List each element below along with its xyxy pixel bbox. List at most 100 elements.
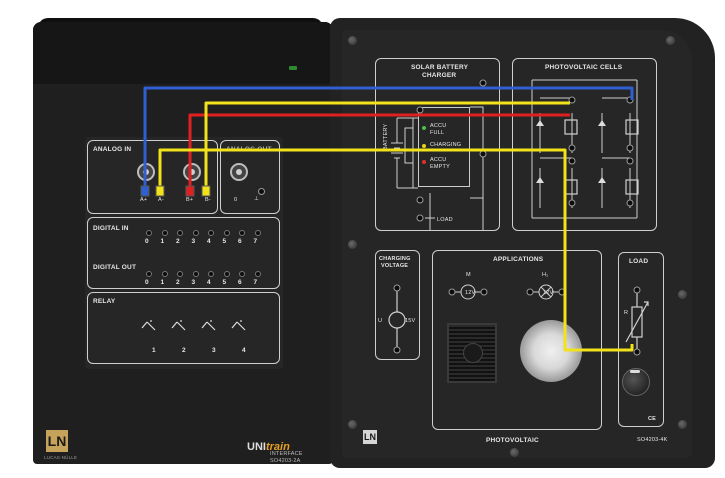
digital-in-led <box>254 230 261 236</box>
digital-out-number: 2 <box>176 279 180 286</box>
ch-b-minus-label: B- <box>205 197 211 203</box>
plug-b-minus <box>201 185 211 197</box>
charger-title-1: SOLAR BATTERY <box>411 64 469 71</box>
analog-in-box <box>87 140 218 214</box>
accu-full-label-2: FULL <box>430 130 445 136</box>
accu-empty-label-1: ACCU <box>430 157 447 163</box>
charging-led <box>422 144 426 148</box>
brand-sub: INTERFACE <box>270 451 303 457</box>
digital-in-number: 5 <box>222 238 227 245</box>
potentiometer-symbol <box>625 286 649 356</box>
load-title: LOAD <box>629 258 649 265</box>
digital-in-title: DIGITAL IN <box>93 225 129 232</box>
voltmeter-symbol <box>388 284 406 354</box>
digital-out-led <box>208 271 214 277</box>
ch-b-plus-label: B+ <box>186 197 194 203</box>
ce-mark: CE <box>648 416 657 422</box>
applications-box <box>432 250 602 430</box>
load-knob-indicator <box>630 370 640 373</box>
analog-in-b-bnc[interactable] <box>183 163 201 181</box>
digital-out-led <box>254 271 261 277</box>
module-logo: LN <box>363 430 377 444</box>
relay-number: 1 <box>152 347 156 354</box>
lamp-12v-label: 12V <box>543 290 554 296</box>
charging-label: CHARGING <box>430 142 462 148</box>
blue-wire <box>143 86 634 192</box>
digital-out-led <box>146 271 152 277</box>
charger-controller-box <box>418 107 470 187</box>
digital-out-number: 5 <box>222 279 227 286</box>
lucas-nuelle-logo: LN <box>46 430 68 452</box>
digital-in-number: 4 <box>207 238 211 245</box>
relay-number: 4 <box>242 347 246 354</box>
charger-load-label: LOAD <box>437 217 453 223</box>
accu-empty-led <box>422 160 426 164</box>
motor-symbol-label: M <box>466 272 471 278</box>
screw <box>348 420 357 429</box>
relay-title: RELAY <box>93 298 116 305</box>
ch-a-plus-label: A+ <box>140 197 148 203</box>
red-wire <box>188 113 570 192</box>
relay-switches <box>141 320 246 331</box>
digital-out-number: 0 <box>145 279 149 286</box>
pv-cells-box <box>512 58 657 231</box>
relay-box <box>87 292 280 364</box>
screw <box>678 290 687 299</box>
plug-b-plus <box>185 185 195 197</box>
digital-out-led <box>239 271 245 277</box>
yellow-wire-ain-to-load <box>158 148 634 352</box>
digital-in-led <box>146 230 152 236</box>
digital-out-led <box>177 271 183 277</box>
interface-top-housing <box>33 22 333 84</box>
plug-a-plus <box>140 185 150 197</box>
accu-full-led <box>422 126 426 130</box>
digital-out-number: 3 <box>191 279 196 286</box>
digital-out-number: 1 <box>160 279 165 286</box>
charger-schematic <box>391 79 487 231</box>
analog-out-box <box>220 140 280 214</box>
digital-io-box <box>87 217 280 289</box>
fan-hub-icon <box>463 343 483 363</box>
digital-in-number: 7 <box>253 238 258 245</box>
relay-number: 2 <box>182 347 186 354</box>
brand-uni: UNI <box>247 441 266 453</box>
lamp-symbol-label: H₁ <box>542 272 549 278</box>
digital-out-number: 7 <box>253 279 258 286</box>
applications-schematic <box>448 284 566 300</box>
screw <box>678 420 687 429</box>
digital-in-number: 2 <box>176 238 180 245</box>
analog-out-gnd-socket[interactable] <box>258 188 265 195</box>
digital-in-number: 3 <box>191 238 196 245</box>
brand-train: train <box>265 441 290 453</box>
analog-out-bnc[interactable] <box>230 163 248 181</box>
digital-in-number: 0 <box>145 238 149 245</box>
pv-cells-schematic <box>531 79 639 219</box>
digital-out-title: DIGITAL OUT <box>93 264 137 271</box>
screw <box>510 448 519 457</box>
pv-cells-title: PHOTOVOLTAIC CELLS <box>545 64 623 71</box>
plug-a-minus <box>155 185 165 197</box>
accu-full-label-1: ACCU <box>430 123 447 129</box>
digital-out-led <box>192 271 199 277</box>
screw <box>348 240 357 249</box>
digital-in-number: 1 <box>160 238 165 245</box>
power-led <box>289 66 297 70</box>
fan-grille <box>447 323 497 383</box>
charging-voltage-box <box>375 250 420 360</box>
yellow-wire-ain-to-pv <box>204 101 570 192</box>
accu-empty-label-2: EMPTY <box>430 164 450 170</box>
load-box <box>618 252 664 427</box>
analog-out-label: 0 <box>234 197 238 203</box>
digital-in-led <box>177 230 183 236</box>
digital-out-number: 6 <box>238 279 242 286</box>
digital-in-number: 6 <box>238 238 242 245</box>
screw <box>666 36 675 45</box>
charging-voltage-title-2: VOLTAGE <box>381 263 409 269</box>
unitrain-brand: UNItrain <box>247 437 290 455</box>
digital-in-led <box>192 230 199 236</box>
digital-in-led <box>239 230 245 236</box>
relay-number: 3 <box>212 347 216 354</box>
charger-title-2: CHARGER <box>422 72 457 79</box>
digital-out-number: 4 <box>207 279 211 286</box>
